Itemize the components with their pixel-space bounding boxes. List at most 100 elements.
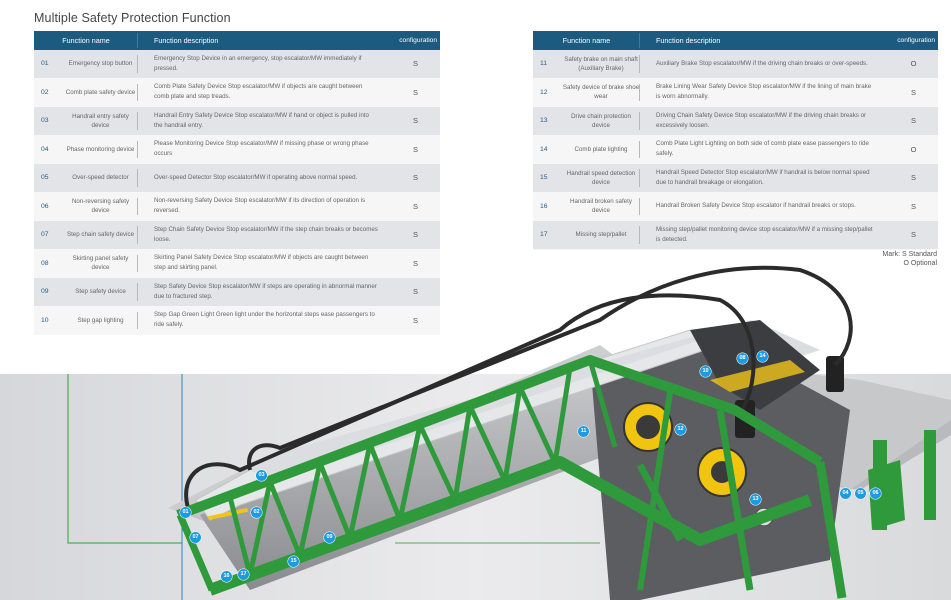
function-name: Comb plate safety device	[63, 78, 138, 107]
function-name: Step gap lighting	[63, 306, 138, 335]
balustrade-right	[248, 320, 820, 480]
handrail-newel-left	[735, 400, 755, 438]
row-number: 15	[533, 164, 562, 193]
row-number: 06	[34, 192, 63, 221]
drive-wheel	[623, 402, 673, 452]
backdrop	[0, 374, 951, 600]
upper-landing-plate	[660, 370, 951, 490]
row-number: 17	[533, 221, 562, 250]
legend: Mark: S Standard O Optional	[883, 250, 937, 268]
balustrade-left	[195, 329, 722, 521]
function-description: Step Chain Safety Device Stop escalator/…	[138, 221, 391, 250]
marker-02: 02	[251, 507, 262, 518]
row-number: 12	[533, 78, 562, 107]
function-name: Safety device of brake shoe wear	[562, 78, 640, 107]
function-description: Please Monitoring Device Stop escalator/…	[138, 135, 391, 164]
function-name: Missing step/pallet	[562, 221, 640, 250]
function-name: Handrail speed detection device	[562, 164, 640, 193]
safety-functions-table-left: Function name Function description confi…	[34, 31, 440, 335]
guide-line-green	[67, 374, 182, 544]
truss-diagonals	[227, 359, 618, 576]
function-description: Step Gap Green Light Green light under t…	[138, 306, 391, 335]
function-name: Over-speed detector	[63, 164, 138, 193]
function-description: Comb Plate Safety Device Stop escalator/…	[138, 78, 391, 107]
header-function-description: Function description	[640, 31, 889, 50]
row-number: 04	[34, 135, 63, 164]
function-description: Handrail Broken Safety Device Stop escal…	[640, 192, 889, 221]
row-number: 10	[34, 306, 63, 335]
marker-01: 01	[180, 507, 191, 518]
row-number: 08	[34, 249, 63, 278]
function-name: Non-reversing safety device	[63, 192, 138, 221]
header-configuration: configuration	[391, 31, 440, 50]
lower-yellow-light	[208, 507, 248, 521]
function-description: Skirting Panel Safety Device Stop escala…	[138, 249, 391, 278]
configuration-value: S	[391, 164, 440, 193]
row-number: 07	[34, 221, 63, 250]
page-title: Multiple Safety Protection Function	[34, 11, 231, 25]
function-name: Step chain safety device	[63, 221, 138, 250]
configuration-value: S	[391, 135, 440, 164]
header-function-name: Function name	[34, 31, 138, 50]
configuration-value: S	[391, 221, 440, 250]
table-header-row: Function name Function description confi…	[533, 31, 938, 50]
marker-08: 08	[737, 353, 748, 364]
function-description: Step Safety Device Stop escalator/MW if …	[138, 278, 391, 307]
row-number: 02	[34, 78, 63, 107]
header-function-name: Function name	[533, 31, 640, 50]
function-description: Auxiliary Brake Stop escalator/MW if the…	[640, 50, 889, 79]
configuration-value: O	[889, 135, 938, 164]
marker-13: 13	[750, 494, 761, 505]
marker-09: 09	[324, 532, 335, 543]
configuration-value: S	[391, 249, 440, 278]
row-number: 16	[533, 192, 562, 221]
function-description: Emergency Stop Device in an emergency, s…	[138, 50, 391, 79]
marker-15: 15	[288, 556, 299, 567]
function-name: Comb plate lighting	[562, 135, 640, 164]
configuration-value: O	[889, 50, 938, 79]
function-name: Safety brake on main shaft (Auxiliary Br…	[562, 50, 640, 79]
drive-sprocket	[754, 507, 774, 527]
legend-standard: Mark: S Standard	[882, 251, 937, 258]
marker-12: 12	[675, 424, 686, 435]
row-number: 09	[34, 278, 63, 307]
marker-17: 17	[238, 569, 249, 580]
marker-14: 14	[757, 351, 768, 362]
marker-10: 10	[700, 366, 711, 377]
row-number: 13	[533, 107, 562, 136]
function-name: Handrail entry safety device	[63, 107, 138, 136]
row-number: 01	[34, 50, 63, 79]
configuration-value: S	[391, 78, 440, 107]
upper-machine-room	[590, 340, 850, 600]
brake-wheel	[697, 447, 747, 497]
configuration-value: S	[391, 107, 440, 136]
function-description: Handrail Entry Safety Device Stop escala…	[138, 107, 391, 136]
handrail-newel-right	[826, 356, 844, 392]
function-description: Driving Chain Safety Device Stop escalat…	[640, 107, 889, 136]
configuration-value: S	[889, 107, 938, 136]
row-number: 14	[533, 135, 562, 164]
function-description: Handrail Speed Detector Stop escalator/M…	[640, 164, 889, 193]
function-description: Missing step/pallet monitoring device st…	[640, 221, 889, 250]
comb-yellow-light	[710, 360, 805, 392]
configuration-value: S	[889, 221, 938, 250]
configuration-value: S	[391, 306, 440, 335]
row-number: 05	[34, 164, 63, 193]
marker-16: 16	[221, 571, 232, 582]
function-name: Handrail broken safety device	[562, 192, 640, 221]
function-description: Non-reversing Safety Device Stop escalat…	[138, 192, 391, 221]
function-name: Step safety device	[63, 278, 138, 307]
configuration-value: S	[889, 192, 938, 221]
safety-functions-table-right: Function name Function description confi…	[533, 31, 938, 250]
